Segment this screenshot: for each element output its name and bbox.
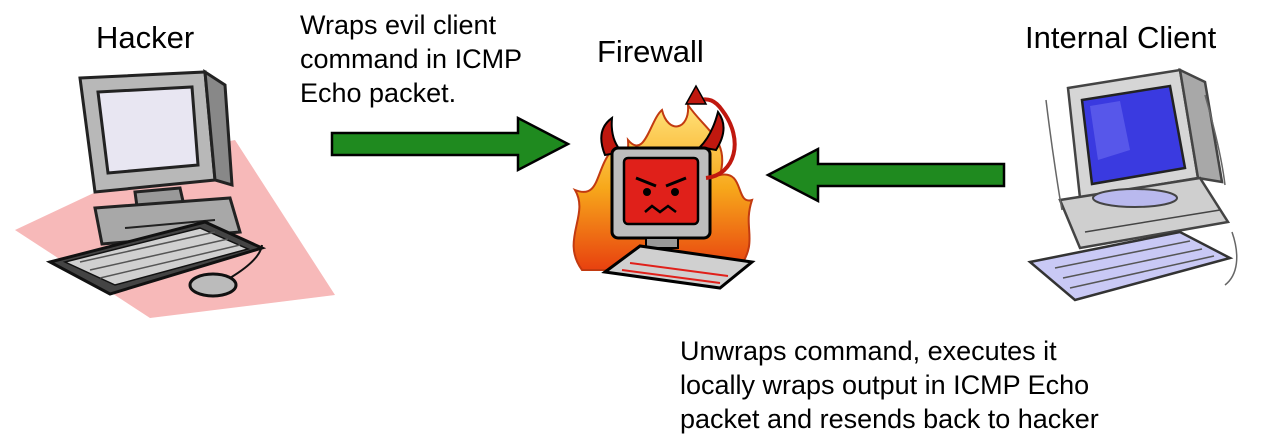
arrow-hacker-to-firewall xyxy=(330,115,571,173)
firewall-devil-computer-icon xyxy=(572,84,756,290)
internal-client-computer-icon xyxy=(1027,67,1238,302)
arrow-client-to-firewall xyxy=(765,146,1006,204)
wrap-command-note: Wraps evil client command in ICMP Echo p… xyxy=(300,10,523,108)
hacker-label: Hacker xyxy=(96,20,195,55)
unwrap-command-note: Unwraps command, executes it locally wra… xyxy=(680,336,1099,434)
internal-client-label: Internal Client xyxy=(1025,20,1217,55)
hacker-computer-icon xyxy=(15,69,335,318)
firewall-label: Firewall xyxy=(597,34,704,69)
